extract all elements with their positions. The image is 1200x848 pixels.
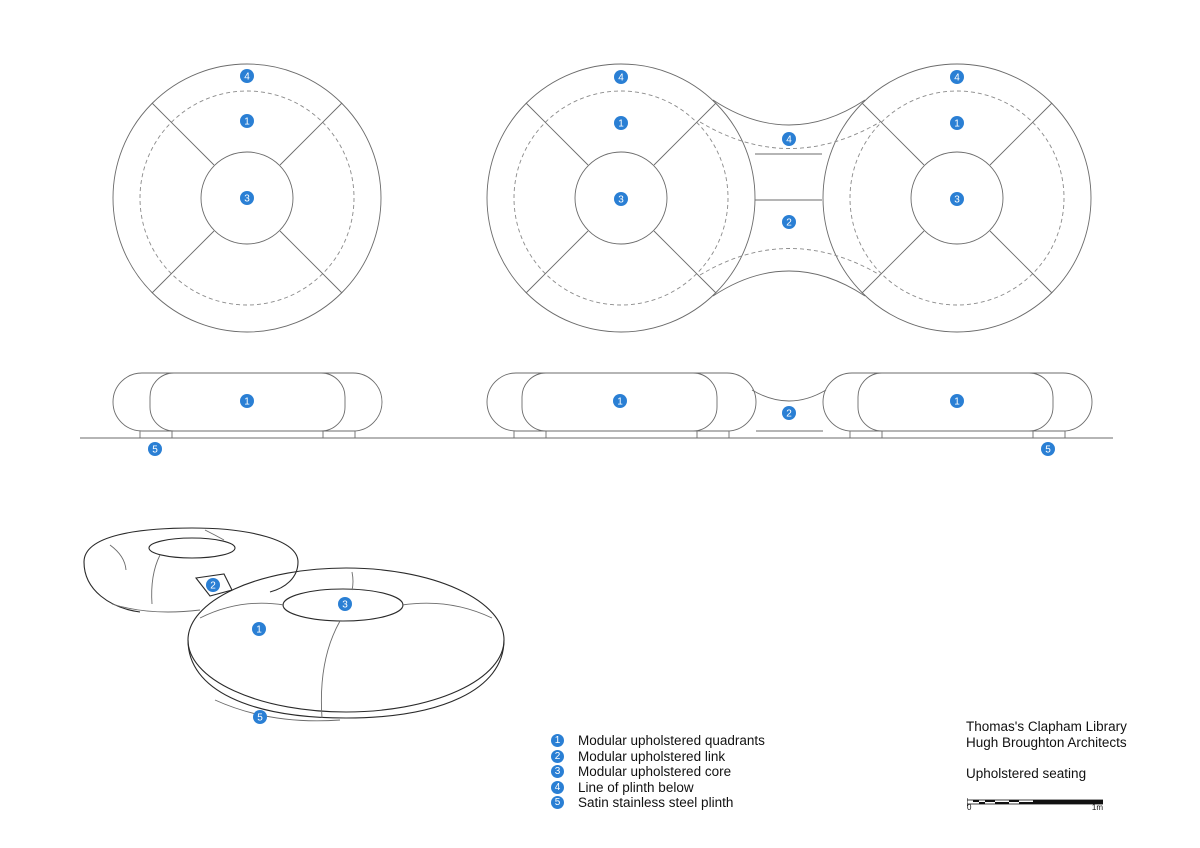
callout-core: 3 <box>950 192 964 206</box>
project-name: Thomas's Clapham Library <box>966 719 1127 734</box>
svg-text:3: 3 <box>954 195 960 206</box>
legend-item: 3 Modular upholstered core <box>551 764 765 780</box>
scale-bar: 0 1m <box>966 793 1104 812</box>
legend-marker: 2 <box>551 749 564 763</box>
svg-text:1: 1 <box>256 625 262 636</box>
scale-end-label: 1m <box>1091 803 1103 812</box>
callout-quadrants: 1 <box>950 116 964 130</box>
svg-text:3: 3 <box>244 194 250 205</box>
callout-core: 3 <box>240 191 254 205</box>
svg-text:5: 5 <box>1045 445 1051 456</box>
callout-plinth-line: 4 <box>614 70 628 84</box>
svg-text:1: 1 <box>244 397 250 408</box>
legend-marker: 1 <box>551 734 564 748</box>
callout-plinth-line: 4 <box>782 132 796 146</box>
callout-quadrants: 1 <box>950 394 964 408</box>
legend-marker: 5 <box>551 796 564 810</box>
callout-quadrants: 1 <box>252 622 266 636</box>
legend-marker: 4 <box>551 780 564 794</box>
architect-name: Hugh Broughton Architects <box>966 734 1127 750</box>
callout-link: 2 <box>206 578 220 592</box>
plan-linked-pair <box>486 63 1092 333</box>
legend-label: Modular upholstered quadrants <box>578 733 765 749</box>
callout-core: 3 <box>614 192 628 206</box>
callout-quadrants: 1 <box>240 114 254 128</box>
svg-text:2: 2 <box>786 218 792 229</box>
elevation <box>80 372 1113 439</box>
legend-label: Satin stainless steel plinth <box>578 795 734 811</box>
svg-text:1: 1 <box>954 119 960 130</box>
svg-text:1: 1 <box>954 397 960 408</box>
legend: 1 Modular upholstered quadrants 2 Modula… <box>551 733 765 811</box>
legend-item: 5 Satin stainless steel plinth <box>551 795 765 811</box>
svg-text:5: 5 <box>152 445 158 456</box>
perspective-view <box>83 527 505 722</box>
callout-tags: 4 1 3 4 1 3 4 2 4 1 3 1 1 2 1 5 5 2 3 1 … <box>148 69 1055 724</box>
legend-label: Line of plinth below <box>578 779 694 795</box>
callout-plinth-line: 4 <box>240 69 254 83</box>
svg-text:1: 1 <box>244 117 250 128</box>
svg-text:1: 1 <box>618 119 624 130</box>
callout-quadrants: 1 <box>240 394 254 408</box>
callout-core: 3 <box>338 597 352 611</box>
svg-text:2: 2 <box>786 409 792 420</box>
callout-quadrants: 1 <box>614 116 628 130</box>
svg-text:3: 3 <box>342 600 348 611</box>
scale-bar-graphic <box>966 798 1104 806</box>
svg-text:1: 1 <box>617 397 623 408</box>
callout-link: 2 <box>782 215 796 229</box>
title-block: Thomas's Clapham Library Hugh Broughton … <box>966 719 1127 782</box>
svg-text:3: 3 <box>618 195 624 206</box>
callout-steel-plinth: 5 <box>253 710 267 724</box>
legend-item: 2 Modular upholstered link <box>551 749 765 765</box>
legend-label: Modular upholstered core <box>578 764 732 780</box>
svg-text:2: 2 <box>210 581 216 592</box>
callout-link: 2 <box>782 406 796 420</box>
callout-steel-plinth: 5 <box>1041 442 1055 456</box>
legend-label: Modular upholstered link <box>578 748 726 764</box>
svg-text:4: 4 <box>954 73 960 84</box>
svg-text:5: 5 <box>257 713 263 724</box>
legend-marker: 3 <box>551 765 564 779</box>
plan-single-unit <box>112 63 382 333</box>
legend-item: 4 Line of plinth below <box>551 780 765 796</box>
legend-item: 1 Modular upholstered quadrants <box>551 733 765 749</box>
callout-steel-plinth: 5 <box>148 442 162 456</box>
svg-text:4: 4 <box>786 135 792 146</box>
svg-text:4: 4 <box>244 72 250 83</box>
callout-plinth-line: 4 <box>950 70 964 84</box>
drawing-title: Upholstered seating <box>966 766 1087 781</box>
scale-start-label: 0 <box>967 803 972 812</box>
callout-quadrants: 1 <box>613 394 627 408</box>
svg-text:4: 4 <box>618 73 624 84</box>
